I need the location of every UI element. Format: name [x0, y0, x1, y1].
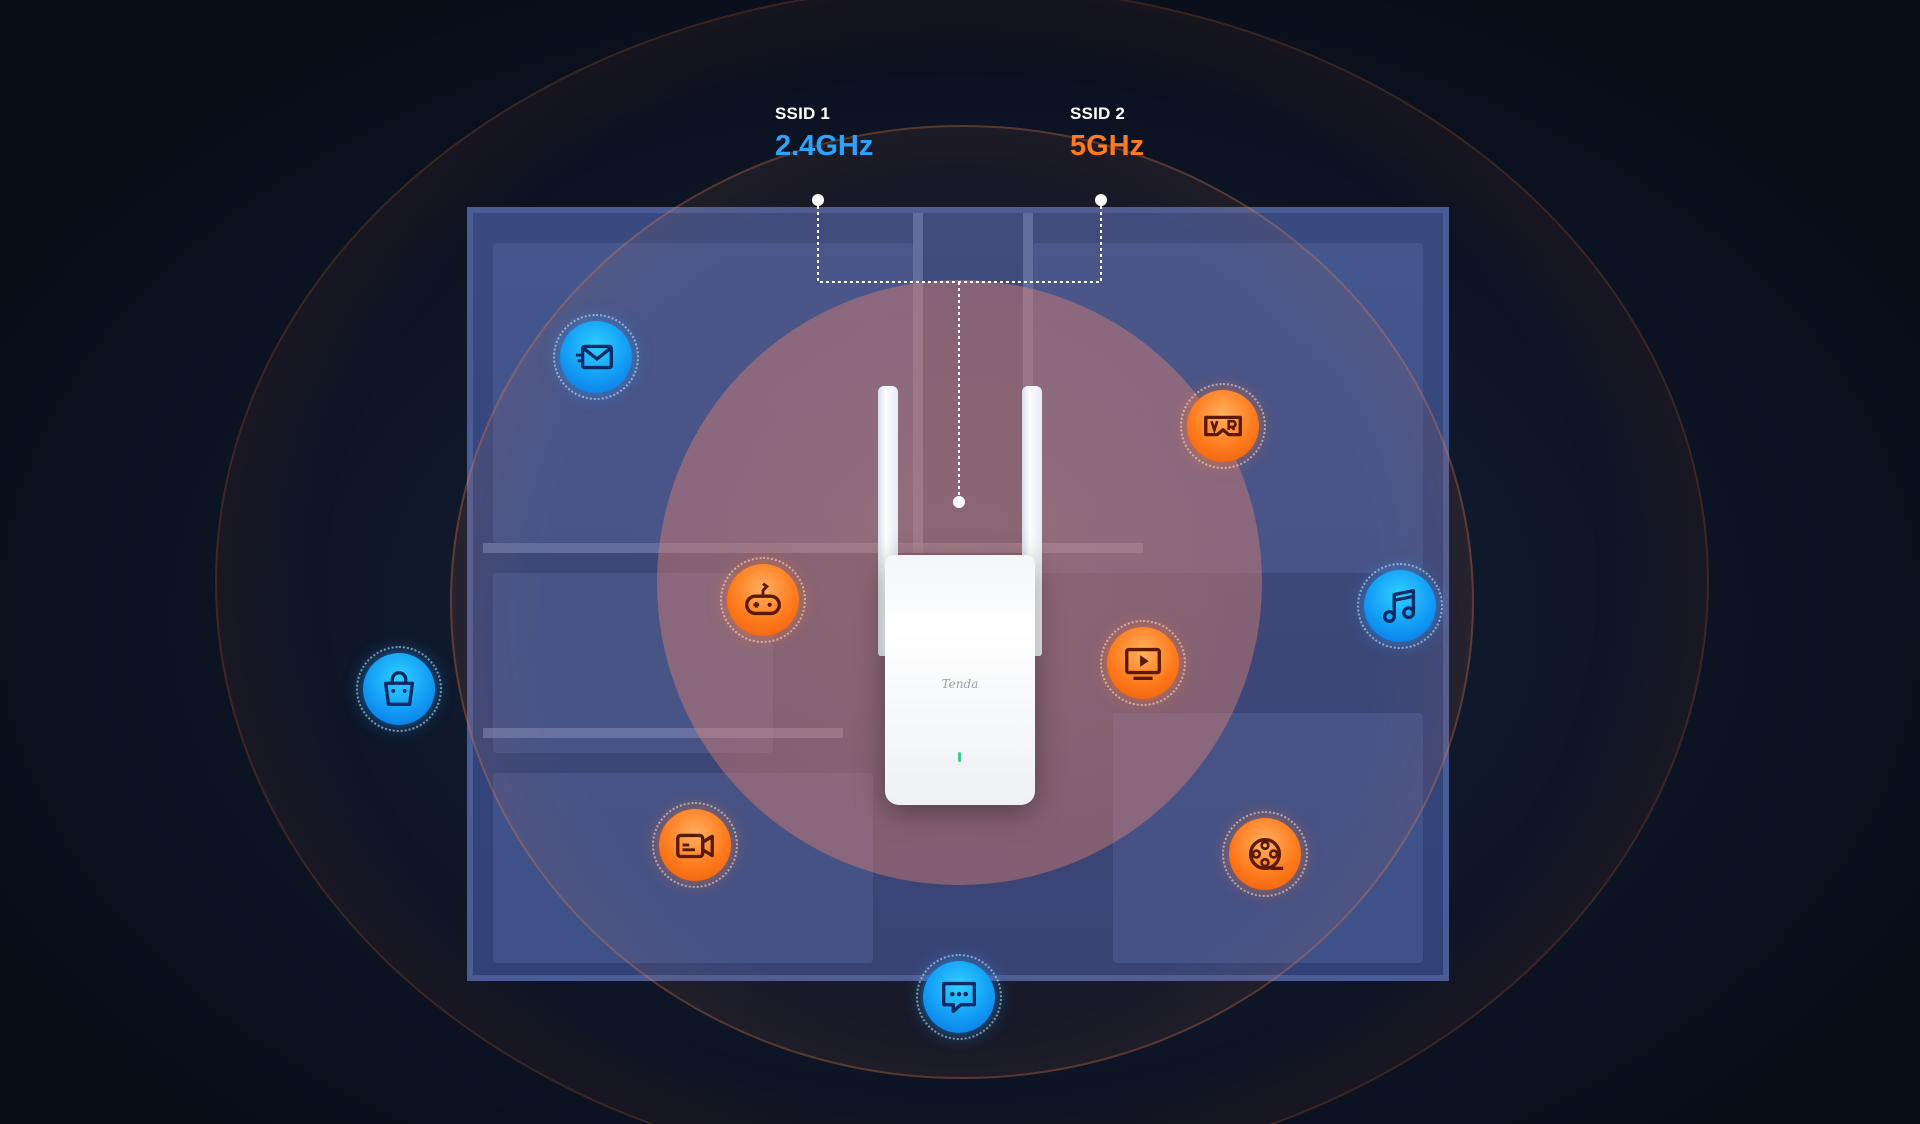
mail-icon: [553, 314, 639, 400]
wall-vertical: [913, 213, 923, 553]
shopping-bag-icon: [356, 646, 442, 732]
ssid-2-band: 5GHz: [1070, 130, 1145, 162]
vr-headset-icon: [1180, 383, 1266, 469]
ssid-1-label: SSID 1 2.4GHz: [775, 104, 873, 163]
device-body: Tenda: [885, 555, 1035, 805]
wall-horizontal: [483, 543, 1143, 553]
music-note-icon: [1357, 563, 1443, 649]
tv-play-icon: [1100, 620, 1186, 706]
room-bedroom: [493, 243, 913, 543]
film-reel-icon: [1222, 811, 1308, 897]
ssid-1-band: 2.4GHz: [775, 130, 874, 162]
device-led: [958, 752, 961, 762]
ssid-2-name: SSID 2: [1070, 104, 1126, 123]
wall-vertical: [1023, 213, 1033, 513]
wifi-extender-device: Tenda: [875, 380, 1045, 810]
wall-horizontal: [483, 728, 843, 738]
ssid-1-name: SSID 1: [775, 104, 831, 123]
gamepad-icon: [720, 557, 806, 643]
device-logo: Tenda: [941, 677, 979, 691]
ssid-2-label: SSID 2 5GHz: [1070, 104, 1144, 163]
chat-icon: [916, 954, 1002, 1040]
video-camera-icon: [652, 802, 738, 888]
